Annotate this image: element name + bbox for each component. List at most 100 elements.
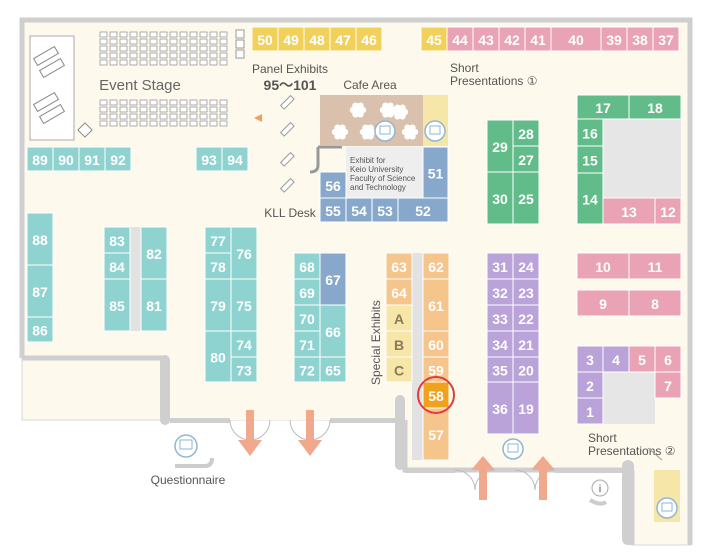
booth-90[interactable]: 90 bbox=[52, 146, 80, 172]
booth-7[interactable]: 7 bbox=[654, 371, 682, 399]
seat bbox=[99, 99, 108, 106]
booth-41[interactable]: 41 bbox=[524, 26, 552, 52]
booth-84[interactable]: 84 bbox=[103, 252, 131, 280]
booth-91[interactable]: 91 bbox=[78, 146, 106, 172]
booth-27[interactable]: 27 bbox=[512, 145, 540, 173]
booth-A[interactable]: A bbox=[385, 304, 413, 332]
booth-37[interactable]: 37 bbox=[652, 26, 680, 52]
booth-C[interactable]: C bbox=[385, 356, 413, 383]
booth-61[interactable]: 61 bbox=[422, 278, 450, 332]
booth-22[interactable]: 22 bbox=[512, 304, 540, 332]
seat bbox=[119, 113, 128, 120]
booth-20[interactable]: 20 bbox=[512, 356, 540, 383]
booth-25[interactable]: 25 bbox=[512, 171, 540, 225]
booth-6[interactable]: 6 bbox=[654, 345, 682, 373]
booth-67[interactable]: 67 bbox=[319, 252, 347, 306]
booth-3[interactable]: 3 bbox=[576, 345, 604, 373]
booth-17[interactable]: 17 bbox=[576, 94, 630, 120]
booth-86[interactable]: 86 bbox=[26, 316, 54, 343]
booth-2[interactable]: 2 bbox=[576, 371, 604, 399]
booth-55[interactable]: 55 bbox=[319, 197, 347, 223]
booth-12[interactable]: 12 bbox=[654, 197, 682, 225]
booth-38[interactable]: 38 bbox=[626, 26, 654, 52]
booth-64[interactable]: 64 bbox=[385, 278, 413, 306]
booth-19[interactable]: 19 bbox=[512, 381, 540, 435]
booth-72[interactable]: 72 bbox=[293, 356, 321, 383]
booth-82[interactable]: 82 bbox=[140, 226, 168, 280]
booth-52[interactable]: 52 bbox=[397, 197, 449, 223]
booth-tile bbox=[26, 264, 54, 318]
booth-63[interactable]: 63 bbox=[385, 252, 413, 280]
booth-88[interactable]: 88 bbox=[26, 212, 54, 266]
booth-number: 92 bbox=[110, 152, 126, 168]
booth-73[interactable]: 73 bbox=[230, 356, 258, 383]
booth-65[interactable]: 65 bbox=[319, 356, 347, 383]
booth-59[interactable]: 59 bbox=[422, 356, 450, 383]
booth-B[interactable]: B bbox=[385, 330, 413, 358]
booth-33[interactable]: 33 bbox=[486, 304, 514, 332]
booth-30[interactable]: 30 bbox=[486, 171, 514, 225]
booth-85[interactable]: 85 bbox=[103, 278, 131, 332]
booth-32[interactable]: 32 bbox=[486, 278, 514, 306]
booth-48[interactable]: 48 bbox=[303, 26, 331, 52]
booth-43[interactable]: 43 bbox=[472, 26, 500, 52]
booth-29[interactable]: 29 bbox=[486, 119, 514, 173]
booth-75[interactable]: 75 bbox=[230, 278, 258, 332]
booth-78[interactable]: 78 bbox=[204, 252, 232, 280]
booth-4[interactable]: 4 bbox=[602, 345, 630, 373]
booth-92[interactable]: 92 bbox=[104, 146, 132, 172]
booth-14[interactable]: 14 bbox=[576, 172, 604, 225]
booth-68[interactable]: 68 bbox=[293, 252, 321, 280]
booth-58[interactable]: 58 bbox=[422, 381, 450, 409]
booth-71[interactable]: 71 bbox=[293, 330, 321, 358]
booth-28[interactable]: 28 bbox=[512, 119, 540, 147]
booth-34[interactable]: 34 bbox=[486, 330, 514, 358]
booth-10[interactable]: 10 bbox=[576, 252, 630, 280]
booth-45[interactable]: 45 bbox=[420, 26, 448, 52]
booth-44[interactable]: 44 bbox=[446, 26, 474, 52]
booth-83[interactable]: 83 bbox=[103, 226, 131, 254]
booth-46[interactable]: 46 bbox=[355, 26, 383, 52]
booth-57[interactable]: 57 bbox=[422, 407, 450, 461]
booth-77[interactable]: 77 bbox=[204, 226, 232, 254]
booth-89[interactable]: 89 bbox=[26, 146, 54, 172]
booth-23[interactable]: 23 bbox=[512, 278, 540, 306]
booth-5[interactable]: 5 bbox=[628, 345, 656, 373]
booth-16[interactable]: 16 bbox=[576, 118, 604, 147]
booth-66[interactable]: 66 bbox=[319, 304, 347, 358]
booth-42[interactable]: 42 bbox=[498, 26, 526, 52]
booth-49[interactable]: 49 bbox=[277, 26, 305, 52]
booth-35[interactable]: 35 bbox=[486, 356, 514, 383]
booth-93[interactable]: 93 bbox=[195, 146, 223, 172]
booth-60[interactable]: 60 bbox=[422, 330, 450, 358]
booth-70[interactable]: 70 bbox=[293, 304, 321, 332]
booth-31[interactable]: 31 bbox=[486, 252, 514, 280]
booth-53[interactable]: 53 bbox=[371, 197, 399, 223]
booth-51[interactable]: 51 bbox=[422, 146, 449, 199]
booth-74[interactable]: 74 bbox=[230, 330, 258, 358]
booth-94[interactable]: 94 bbox=[221, 146, 249, 172]
booth-62[interactable]: 62 bbox=[422, 252, 450, 280]
booth-69[interactable]: 69 bbox=[293, 278, 321, 306]
booth-81[interactable]: 81 bbox=[140, 278, 168, 332]
booth-40[interactable]: 40 bbox=[550, 26, 602, 52]
booth-15[interactable]: 15 bbox=[576, 145, 604, 174]
booth-11[interactable]: 11 bbox=[628, 252, 682, 280]
booth-21[interactable]: 21 bbox=[512, 330, 540, 358]
booth-54[interactable]: 54 bbox=[345, 197, 373, 223]
booth-50[interactable]: 50 bbox=[251, 26, 279, 52]
booth-18[interactable]: 18 bbox=[628, 94, 682, 120]
booth-39[interactable]: 39 bbox=[600, 26, 628, 52]
booth-36[interactable]: 36 bbox=[486, 381, 514, 435]
booth-76[interactable]: 76 bbox=[230, 226, 258, 280]
booth-13[interactable]: 13 bbox=[602, 197, 656, 225]
booth-80[interactable]: 80 bbox=[204, 330, 232, 383]
booth-8[interactable]: 8 bbox=[628, 289, 682, 317]
booth-1[interactable]: 1 bbox=[576, 397, 604, 425]
booth-56[interactable]: 56 bbox=[319, 171, 347, 199]
booth-9[interactable]: 9 bbox=[576, 289, 630, 317]
booth-24[interactable]: 24 bbox=[512, 252, 540, 280]
booth-47[interactable]: 47 bbox=[329, 26, 357, 52]
booth-79[interactable]: 79 bbox=[204, 278, 232, 332]
booth-87[interactable]: 87 bbox=[26, 264, 54, 318]
